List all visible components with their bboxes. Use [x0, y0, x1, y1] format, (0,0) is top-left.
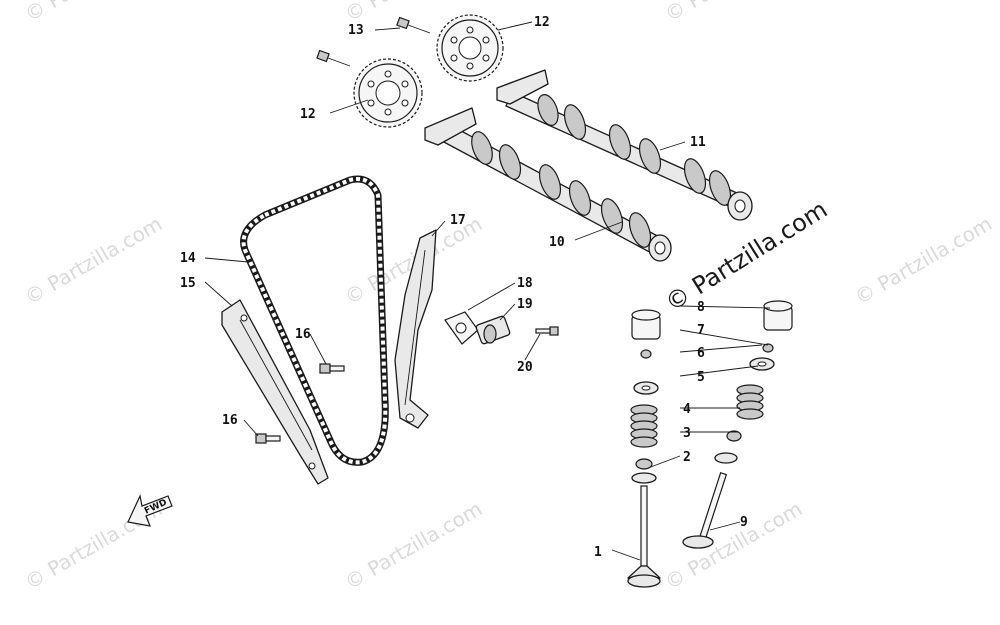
valve-train-right — [682, 300, 793, 549]
callout-14: 14 — [180, 251, 196, 266]
sprocket-bolt-upper — [396, 16, 431, 34]
camshaft-10 — [424, 107, 672, 262]
watermark-text: © Partzilla.com — [661, 0, 807, 26]
guide-bolt-upper — [319, 363, 345, 374]
tensioner-guide — [394, 229, 437, 429]
watermark-text: © Partzilla.com — [661, 496, 807, 594]
cam-sprocket-upper — [436, 14, 504, 82]
callout-8: 8 — [697, 300, 705, 315]
callout-15: 15 — [180, 276, 196, 291]
callout-7: 7 — [697, 323, 705, 338]
valve-spring-left — [630, 404, 658, 448]
callout-13: 13 — [348, 23, 364, 38]
tensioner-bolt — [535, 326, 559, 336]
watermark-text: © Partzilla.com — [21, 0, 167, 26]
callout-12-lower: 12 — [300, 107, 316, 122]
callout-10: 10 — [549, 235, 565, 250]
cam-sprocket-lower — [353, 58, 423, 128]
cam-chain — [240, 175, 389, 466]
callout-20: 20 — [517, 360, 533, 375]
callout-3: 3 — [683, 426, 691, 441]
callout-4: 4 — [683, 402, 691, 417]
callout-6: 6 — [697, 346, 705, 361]
valve-spring-right — [736, 384, 764, 420]
callout-1: 1 — [594, 545, 602, 560]
callout-19: 19 — [517, 297, 533, 312]
tensioner — [475, 315, 511, 345]
camshaft-11 — [496, 69, 753, 221]
watermark-text: © Partzilla.com — [851, 211, 997, 309]
sprocket-bolt-lower — [316, 49, 351, 67]
watermark-text: © Partzilla.com — [341, 496, 487, 594]
callout-5: 5 — [697, 370, 705, 385]
callout-2: 2 — [683, 450, 691, 465]
chain-guide — [221, 299, 329, 485]
callout-9: 9 — [740, 515, 748, 530]
exhaust-valve — [682, 471, 728, 549]
callout-11: 11 — [690, 135, 706, 150]
callout-16-lower: 16 — [222, 413, 238, 428]
callout-labels: 1 2 3 4 5 6 7 8 9 10 11 12 12 13 14 15 1… — [180, 15, 748, 560]
watermark-text: © Partzilla.com — [21, 211, 167, 309]
guide-bolt-lower — [255, 433, 281, 444]
leader-lines — [204, 21, 771, 561]
callout-17: 17 — [450, 213, 466, 228]
callout-18: 18 — [517, 276, 533, 291]
valve-train-left — [627, 309, 661, 588]
callout-16-upper: 16 — [295, 327, 311, 342]
callout-12-upper: 12 — [534, 15, 550, 30]
tensioner-gasket — [444, 311, 479, 345]
intake-valve — [627, 485, 661, 588]
